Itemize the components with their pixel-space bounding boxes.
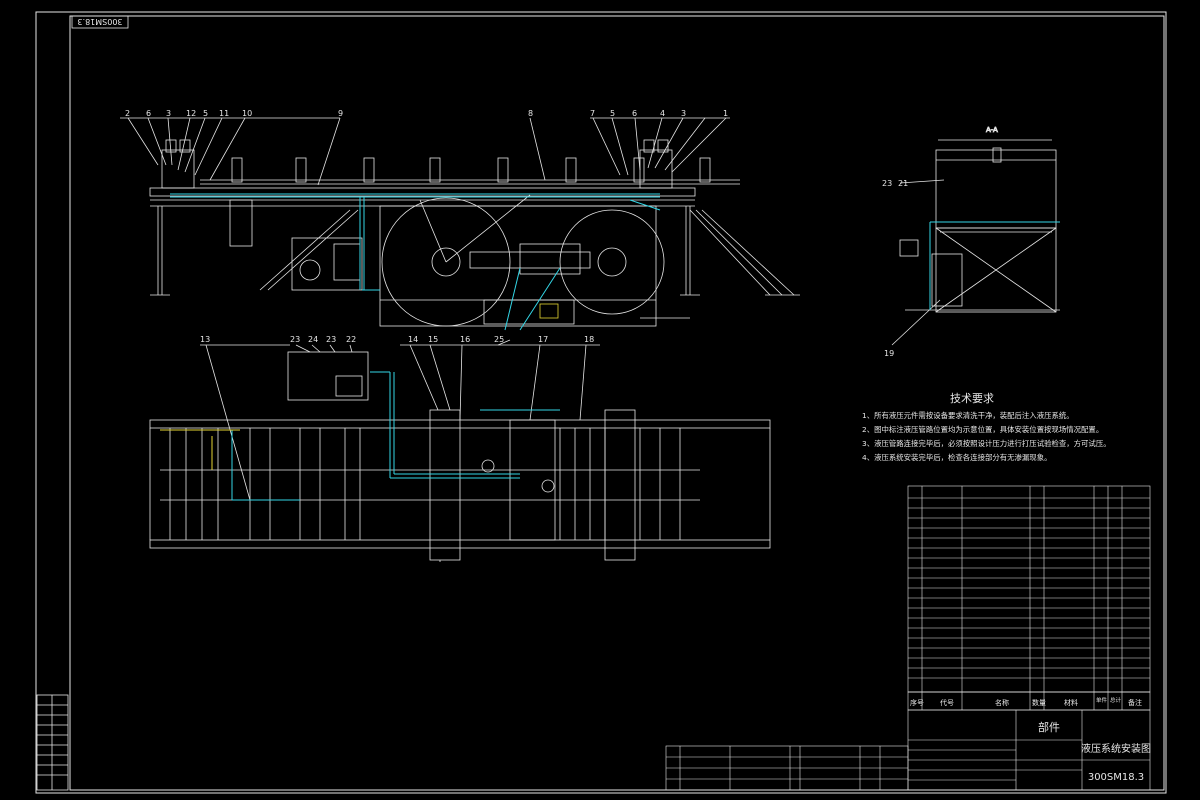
leader-num: 15	[428, 335, 438, 344]
parts-header: 序号 代号 名称 数量 材料 单件 总计 备注	[910, 696, 1142, 707]
leader-num: 5	[610, 109, 615, 118]
leader-num: 17	[538, 335, 548, 344]
leader-num: 16	[460, 335, 470, 344]
header-remark: 备注	[1128, 698, 1142, 707]
leader-numbers-top: 2 6 3 12 5 11 10 9 8 7 5 6 4 3 1	[125, 109, 728, 118]
section-cyan	[929, 221, 1060, 310]
section-aa-view: A-A	[891, 126, 1060, 346]
leader-num: 2	[125, 109, 130, 118]
leader-num: 23	[290, 335, 300, 344]
title-block-drawing-no: 300SM18.3	[1088, 772, 1144, 783]
leader-num: 3	[166, 109, 171, 118]
leader-num: 23	[326, 335, 336, 344]
plan-view	[149, 339, 771, 562]
leader-num: 23	[882, 179, 892, 188]
leader-num: 6	[146, 109, 151, 118]
header-weight-single: 单件	[1096, 696, 1108, 704]
corner-code-text: 300SM18.3	[77, 17, 122, 26]
leader-num: 14	[408, 335, 418, 344]
leader-num: 24	[308, 335, 318, 344]
leader-num: 13	[200, 335, 210, 344]
leader-lines-top	[120, 117, 730, 186]
title-block-drawing-title: 液压系统安装图	[1081, 742, 1151, 755]
header-qty: 数量	[1032, 698, 1046, 707]
plan-yellow-accent	[160, 429, 240, 470]
leader-num: 10	[242, 109, 252, 118]
leader-numbers-side: 23 21 19	[882, 179, 908, 358]
header-weight-total: 总计	[1110, 696, 1122, 704]
leader-num: 12	[186, 109, 196, 118]
header-seq: 序号	[910, 698, 924, 707]
leader-num: 18	[584, 335, 594, 344]
tech-req-item: 3、液压管路连接完毕后，必须按照设计压力进行打压试验检查，方可试压。	[862, 439, 1111, 448]
leader-num: 19	[884, 349, 894, 358]
front-elevation-view	[120, 117, 800, 327]
parts-list-table	[907, 485, 1151, 711]
title-block-category: 部件	[1038, 720, 1060, 734]
top-posts	[231, 157, 711, 183]
title-block	[665, 709, 1151, 791]
tech-req-item: 4、液压系统安装完毕后，检查各连接部分有无渗漏现象。	[862, 453, 1051, 462]
leader-num: 25	[494, 335, 504, 344]
leader-num: 6	[632, 109, 637, 118]
leader-num: 8	[528, 109, 533, 118]
revision-strip	[36, 694, 69, 791]
tech-req-title: 技术要求	[950, 392, 994, 405]
leader-num: 9	[338, 109, 343, 118]
leader-num: 21	[898, 179, 908, 188]
corner-code-box: 300SM18.3	[71, 15, 129, 29]
tech-req-item: 1、所有液压元件需按设备要求清洗干净，装配后注入液压系统。	[862, 411, 1074, 420]
tech-req-item: 2、图中标注液压管路位置均为示意位置，具体安装位置按现场情况配置。	[862, 425, 1103, 434]
leader-num: 22	[346, 335, 356, 344]
leader-num: 11	[219, 109, 229, 118]
header-material: 材料	[1064, 698, 1078, 707]
hydraulic-piping-front	[170, 193, 661, 331]
leader-num: 5	[203, 109, 208, 118]
header-code: 代号	[940, 698, 954, 707]
hydraulic-piping-plan	[231, 371, 560, 501]
leader-num: 1	[723, 109, 728, 118]
sheet-border	[35, 11, 1167, 794]
technical-requirements: 技术要求 1、所有液压元件需按设备要求清洗干净，装配后注入液压系统。 2、图中标…	[862, 392, 1111, 462]
header-name: 名称	[995, 698, 1009, 707]
leader-num: 7	[590, 109, 595, 118]
leader-num: 4	[660, 109, 665, 118]
section-aa-title: A-A	[986, 126, 998, 134]
leader-num: 3	[681, 109, 686, 118]
leader-numbers-mid: 23 24 23 22 14 15 16 25 17 18 13	[200, 335, 594, 344]
